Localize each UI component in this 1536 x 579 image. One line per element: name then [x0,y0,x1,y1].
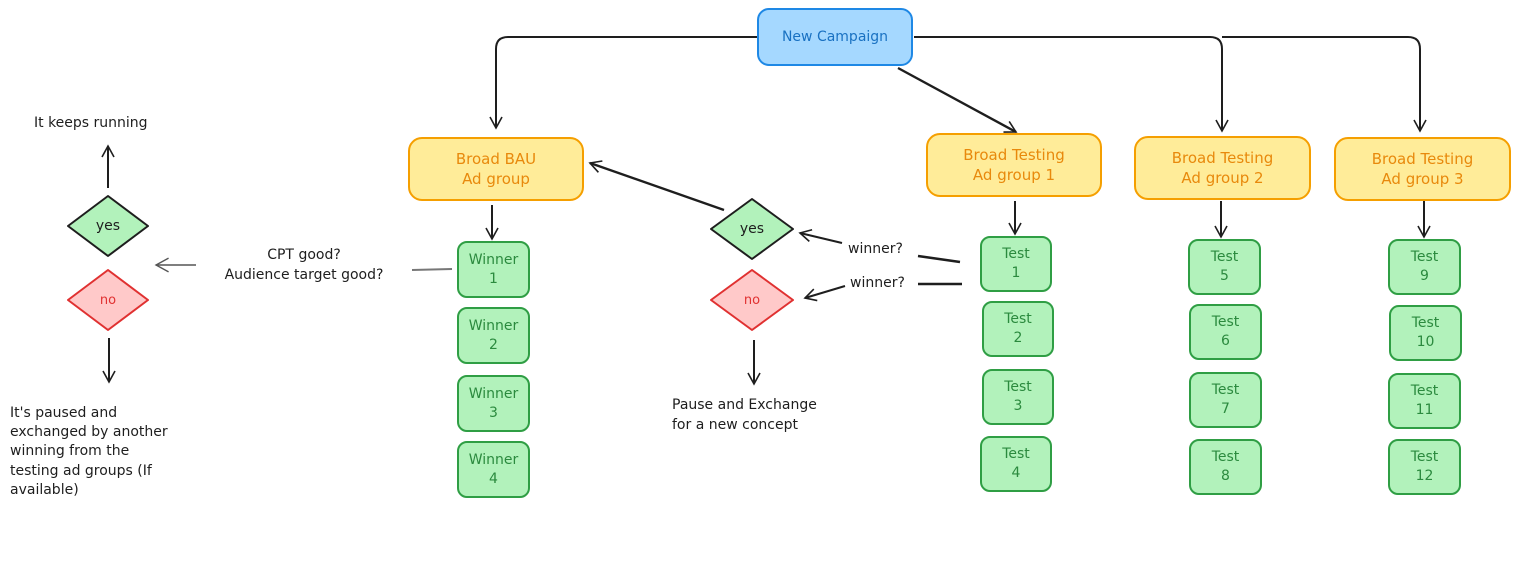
edge-root-to-bau [489,36,757,130]
middle-yes-diamond [710,198,794,260]
leaf-line1: Test [1410,249,1439,266]
leaf-line2: 2 [1013,330,1023,346]
test-node-12[interactable]: Test 12 [1388,439,1461,495]
leaf-line2: 3 [489,404,498,421]
ad-group-line2: Ad group 2 [1181,169,1264,187]
leaf-line2: 5 [1220,268,1229,284]
ad-group-line1: Broad Testing [1171,148,1274,167]
leaf-line1: Winner [468,385,519,402]
leaf-line1: Test [1002,246,1030,263]
left-yes-label: yes [95,218,121,234]
winner-node-3[interactable]: Winner 3 [457,375,530,432]
leaf-line1: Test [1004,311,1032,328]
leaf-line2: 9 [1420,268,1429,284]
edge-yes-to-bau [588,160,725,212]
leaf-line2: 6 [1221,333,1230,349]
winner-node-4[interactable]: Winner 4 [457,441,530,498]
edge-no-question-arrow [803,285,846,302]
ad-group-line2: Ad group [462,170,530,188]
test-node-4[interactable]: Test 4 [980,436,1052,492]
test-node-2[interactable]: Test 2 [982,301,1054,357]
edge-root-to-testing-1 [897,66,1018,134]
test-node-7[interactable]: Test 7 [1189,372,1262,428]
leaf-line1: Winner [468,251,519,268]
leaf-line2: 11 [1415,402,1434,418]
leaf-line1: Test [1004,379,1032,396]
test-node-9[interactable]: Test 9 [1388,239,1461,295]
winner-node-2[interactable]: Winner 2 [457,307,530,364]
middle-yes-label: yes [739,221,765,237]
ad-group-broad-testing-3[interactable]: Broad Testing Ad group 3 [1334,137,1511,201]
left-decision-question: CPT good? Audience target good? [224,247,384,283]
edge-yes-question-arrow [798,228,843,244]
test-node-11[interactable]: Test 11 [1388,373,1461,429]
ad-group-line1: Broad BAU [455,149,537,168]
left-yes-outcome: It keeps running [34,115,148,131]
leaf-line1: Test [1210,249,1239,266]
ad-group-broad-testing-1[interactable]: Broad Testing Ad group 1 [926,133,1102,197]
left-no-label: no [99,292,117,308]
leaf-line1: Test [1410,383,1439,400]
edge-root-to-testing-2 [914,36,1229,133]
test-node-8[interactable]: Test 8 [1189,439,1262,495]
ad-group-broad-testing-2[interactable]: Broad Testing Ad group 2 [1134,136,1311,200]
leaf-line1: Test [1211,449,1240,466]
test-node-6[interactable]: Test 6 [1189,304,1262,360]
leaf-line1: Winner [468,317,519,334]
leaf-line2: 12 [1415,468,1434,484]
test-node-1[interactable]: Test 1 [980,236,1052,292]
new-campaign-node[interactable]: New Campaign [757,8,913,66]
middle-yes-question: winner? [848,241,903,257]
leaf-line1: Test [1411,315,1440,332]
leaf-line2: 8 [1221,468,1230,484]
ad-group-line2: Ad group 3 [1381,170,1464,188]
leaf-line2: 4 [1011,465,1021,481]
winner-node-1[interactable]: Winner 1 [457,241,530,298]
left-no-diamond [67,269,149,331]
middle-no-diamond [710,269,794,331]
leaf-line2: 1 [1011,265,1021,281]
left-no-outcome: It's paused and exchanged by another win… [10,405,168,498]
new-campaign-label: New Campaign [781,28,889,45]
middle-no-question: winner? [850,275,905,291]
leaf-line2: 2 [489,336,498,353]
middle-no-label: no [743,292,761,308]
leaf-line2: 7 [1221,401,1230,417]
leaf-line1: Winner [468,451,519,468]
leaf-line1: Test [1211,314,1240,331]
edge-winner1-to-question-line [411,268,453,271]
ad-group-line1: Broad Testing [963,145,1065,164]
leaf-line1: Test [1002,446,1030,463]
ad-group-line1: Broad Testing [1371,149,1474,168]
middle-no-outcome: Pause and Exchange for a new concept [672,397,817,433]
edge-root-to-testing-3 [1222,36,1427,133]
ad-group-broad-bau[interactable]: Broad BAU Ad group [408,137,584,201]
leaf-line2: 1 [489,270,498,287]
test-node-3[interactable]: Test 3 [982,369,1054,425]
edge-test1-to-yes-line [917,254,961,264]
ad-group-line2: Ad group 1 [972,166,1056,184]
test-node-5[interactable]: Test 5 [1188,239,1261,295]
leaf-line1: Test [1211,382,1240,399]
test-node-10[interactable]: Test 10 [1389,305,1462,361]
leaf-line2: 4 [489,470,498,487]
left-yes-diamond [67,195,149,257]
leaf-line1: Test [1410,449,1439,466]
leaf-line2: 3 [1013,398,1023,414]
leaf-line2: 10 [1416,334,1435,350]
